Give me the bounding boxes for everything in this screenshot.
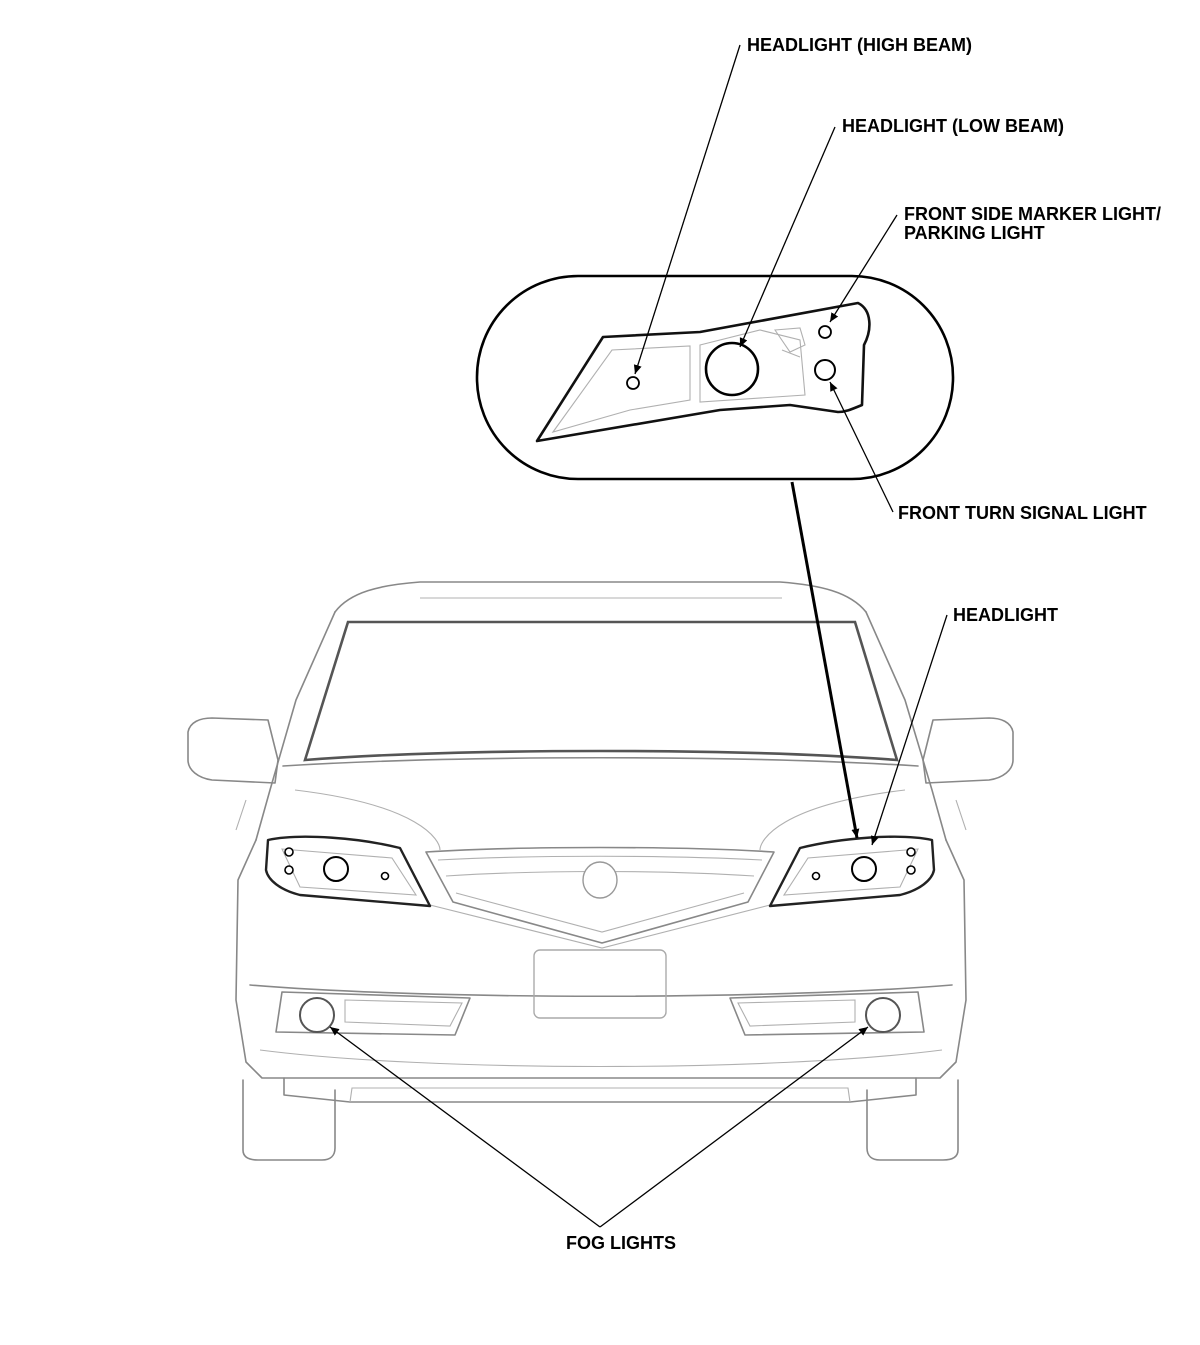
detail-turn-signal-bulb	[814, 359, 836, 381]
left-headlight	[264, 835, 432, 908]
detail-inner-reflector	[551, 345, 691, 433]
label-side-marker-line1: FRONT SIDE MARKER LIGHT/	[904, 204, 1161, 224]
label-low-beam: HEADLIGHT (LOW BEAM)	[842, 116, 1064, 136]
fender-lines	[235, 799, 967, 831]
body-outline	[235, 839, 967, 1079]
detail-side-marker-bulb	[818, 325, 832, 339]
windshield	[303, 620, 899, 762]
car-front-view	[187, 581, 1014, 1161]
leader-lines	[329, 44, 948, 1228]
right-a-pillar	[865, 611, 947, 841]
leader-side-marker	[829, 214, 898, 323]
left-tire	[242, 1079, 336, 1161]
label-turn-signal: FRONT TURN SIGNAL LIGHT	[898, 503, 1147, 523]
lower-valance	[283, 1077, 917, 1103]
left-mirror	[187, 717, 279, 784]
callout-pointer-arrow	[790, 481, 860, 839]
license-plate	[533, 949, 667, 1019]
label-headlight: HEADLIGHT	[953, 605, 1058, 625]
bumper-upper-line	[249, 984, 953, 998]
grille-surround	[429, 904, 771, 949]
lower-grille	[349, 1087, 851, 1103]
detail-low-beam-bulb	[704, 341, 760, 397]
roof-outline	[334, 581, 867, 613]
detail-high-beam-bulb	[626, 376, 640, 390]
hood-crease-left	[294, 789, 441, 851]
leader-fog-right	[599, 1026, 869, 1228]
hood-top-edge	[282, 756, 919, 767]
bumper-lower-line	[259, 1049, 943, 1068]
detail-projector-trim	[774, 327, 806, 358]
grille-bar-1	[437, 855, 763, 861]
label-side-marker-line2: PARKING LIGHT	[904, 223, 1045, 243]
left-a-pillar	[255, 611, 336, 841]
labels: HEADLIGHT (HIGH BEAM) HEADLIGHT (LOW BEA…	[566, 35, 1161, 1253]
left-fog-light	[275, 991, 471, 1036]
label-high-beam: HEADLIGHT (HIGH BEAM)	[747, 35, 972, 55]
grille-bar-3	[455, 892, 745, 933]
headlight-detail-callout	[475, 274, 955, 481]
leader-fog-left	[329, 1026, 601, 1228]
right-mirror	[922, 717, 1014, 784]
right-fog-light	[729, 991, 925, 1036]
hood-crease-right	[759, 789, 906, 851]
detail-headlight-housing	[535, 301, 871, 443]
emblem	[582, 861, 618, 899]
grille-outline	[425, 846, 775, 944]
leader-turn-signal	[829, 381, 894, 513]
right-headlight	[768, 835, 936, 908]
leader-high-beam	[633, 44, 741, 375]
leader-low-beam	[739, 126, 836, 348]
leader-headlight	[870, 614, 948, 846]
label-fog-lights: FOG LIGHTS	[566, 1233, 676, 1253]
right-tire	[866, 1079, 959, 1161]
detail-projector-housing	[699, 329, 806, 403]
